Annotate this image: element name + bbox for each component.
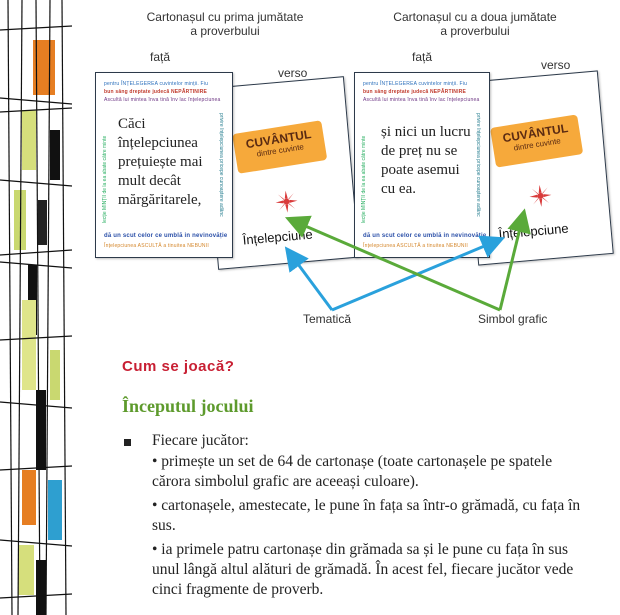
decorative-side-strip [0, 0, 72, 615]
caption-second-half-card: Cartonașul cu a doua jumătate a proverbu… [393, 10, 557, 38]
deco-words-bottom-1: dă un scut celor ce umblă in nevinovăție [363, 233, 487, 239]
label-theme: Tematică [303, 312, 352, 326]
deco-words-top-1: pentru ÎNȚELEGEREA cuvintelor minții. Fi… [363, 81, 468, 87]
section-heading: Cum se joacă? [122, 358, 235, 375]
deco-words-top-1: pentru ÎNȚELEGEREA cuvintelor minții. Fi… [104, 81, 209, 87]
card-front-2: pentru ÎNȚELEGEREA cuvintelor minții. Fi… [354, 72, 490, 258]
label-back-1: verso [278, 66, 308, 80]
deco-words-top-3: Ascultă lui mintea înva tină înv lac înț… [363, 97, 480, 103]
deco-words-bottom-2: Înțelepciunea ASCULTĂ a tinuitea NEBUNII [104, 243, 209, 249]
card-front-1-text: Căci înțelepciunea prețuiește mai mult d… [118, 116, 203, 208]
graphic-symbol-icon [275, 190, 298, 213]
card-front-2-text: și nici un lucru de preț nu se poate ase… [381, 124, 471, 197]
logo-badge: CUVÂNTUL dintre cuvinte [490, 114, 584, 168]
deco-words-left: lecție MINȚII de la ea abate către minte [361, 135, 367, 223]
card-back-1: CUVÂNTUL dintre cuvinte Înțelepciune [202, 76, 360, 270]
logo-badge: CUVÂNTUL dintre cuvinte [232, 120, 328, 174]
card-back-2: CUVÂNTUL dintre cuvinte Înțelepciune [462, 70, 614, 266]
deco-words-top-3: Ascultă lui mintea înva tină înv lac înț… [104, 97, 221, 103]
deco-words-right: privire înțelepciunea pricepe cunoaștere… [475, 113, 481, 217]
intro-text: Fiecare jucător: [152, 432, 249, 449]
list-item: • cartonașele, amestecate, le pune în fa… [152, 497, 581, 534]
graphic-symbol-icon [529, 184, 552, 207]
label-graphic-symbol: Simbol grafic [478, 312, 548, 326]
deco-words-bottom-2: Înțelepciunea ASCULTĂ a tinuitea NEBUNII [363, 243, 468, 249]
deco-words-top-2: bun sâng dreptate judecă NEPĂRTINIRE [363, 89, 467, 95]
card-front-1: pentru ÎNȚELEGEREA cuvintelor minții. Fi… [95, 72, 233, 258]
label-front-1: față [150, 50, 171, 64]
deco-words-bottom-1: dă un scut celor ce umblă in nevinovăție [104, 233, 228, 239]
caption-first-half-card: Cartonașul cu prima jumătate a proverbul… [146, 10, 304, 38]
deco-words-right: privire înțelepciunea pricepe cunoaștere… [218, 113, 224, 217]
list-item: • primește un set de 64 de cartonașe (to… [152, 453, 553, 490]
theme-word-2: Înțelepciune [497, 220, 570, 242]
deco-words-top-2: bun sâng dreptate judecă NEPĂRTINIRE [104, 89, 208, 95]
bullet-square [124, 439, 131, 446]
label-front-2: față [412, 50, 433, 64]
label-back-2: verso [541, 58, 571, 72]
list-item: • ia primele patru cartonașe din grămada… [152, 541, 574, 598]
deco-words-left: lecție MINȚII de la ea abate către minte [102, 135, 108, 223]
section-subheading: Începutul jocului [122, 396, 254, 416]
theme-word-1: Înțelepciune [242, 226, 314, 248]
